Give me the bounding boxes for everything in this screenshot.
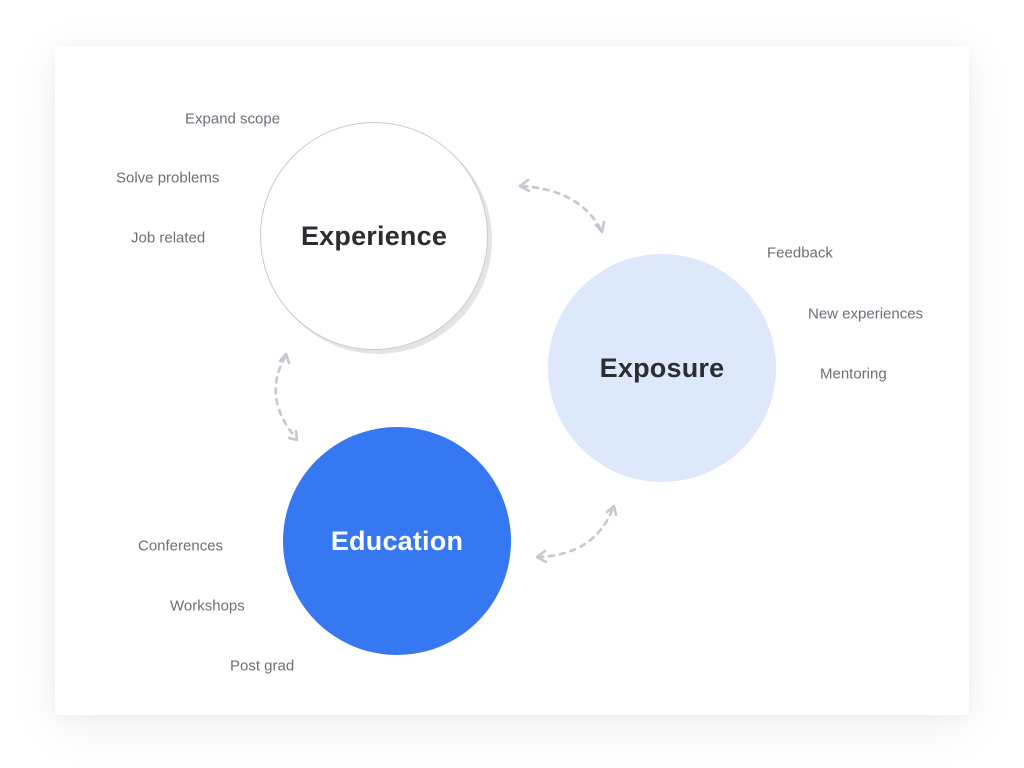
education-item-conferences: Conferences [138,537,224,555]
education-node-label: Education [330,525,464,556]
exposure-item-mentoring: Mentoring [820,365,887,383]
exposure-node-label: Exposure [599,352,725,383]
education-item-post-grad: Post grad [230,657,295,675]
experience-node: Experience [260,122,488,350]
experience-item-job-related: Job related [131,229,206,247]
arrow-experience-education [274,355,298,440]
exposure-node: Exposure [548,254,776,482]
experience-item-expand-scope: Expand scope [185,110,281,128]
education-node: Education [283,427,511,655]
experience-item-solve-problems: Solve problems [116,169,220,187]
education-item-workshops: Workshops [170,597,245,615]
experience-node-label: Experience [300,220,448,251]
arrow-experience-exposure [520,184,603,232]
exposure-item-new-experiences: New experiences [808,305,924,323]
diagram-card [55,46,969,715]
arrow-education-exposure [536,506,615,559]
exposure-item-feedback: Feedback [767,244,833,262]
